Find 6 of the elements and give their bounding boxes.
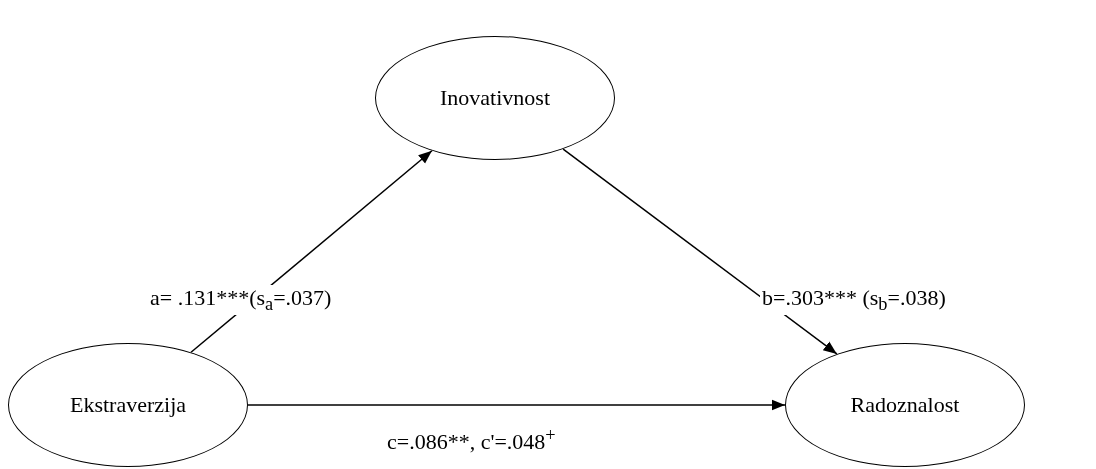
arrow bbox=[247, 399, 786, 411]
edge-label: a= .131***(s$_{a}$=.037) bbox=[148, 285, 334, 316]
arrow bbox=[562, 148, 838, 355]
node-label: Radoznalost bbox=[850, 392, 960, 418]
node-label: Inovativnost bbox=[440, 85, 550, 111]
node-label: Ekstraverzija bbox=[69, 392, 187, 418]
